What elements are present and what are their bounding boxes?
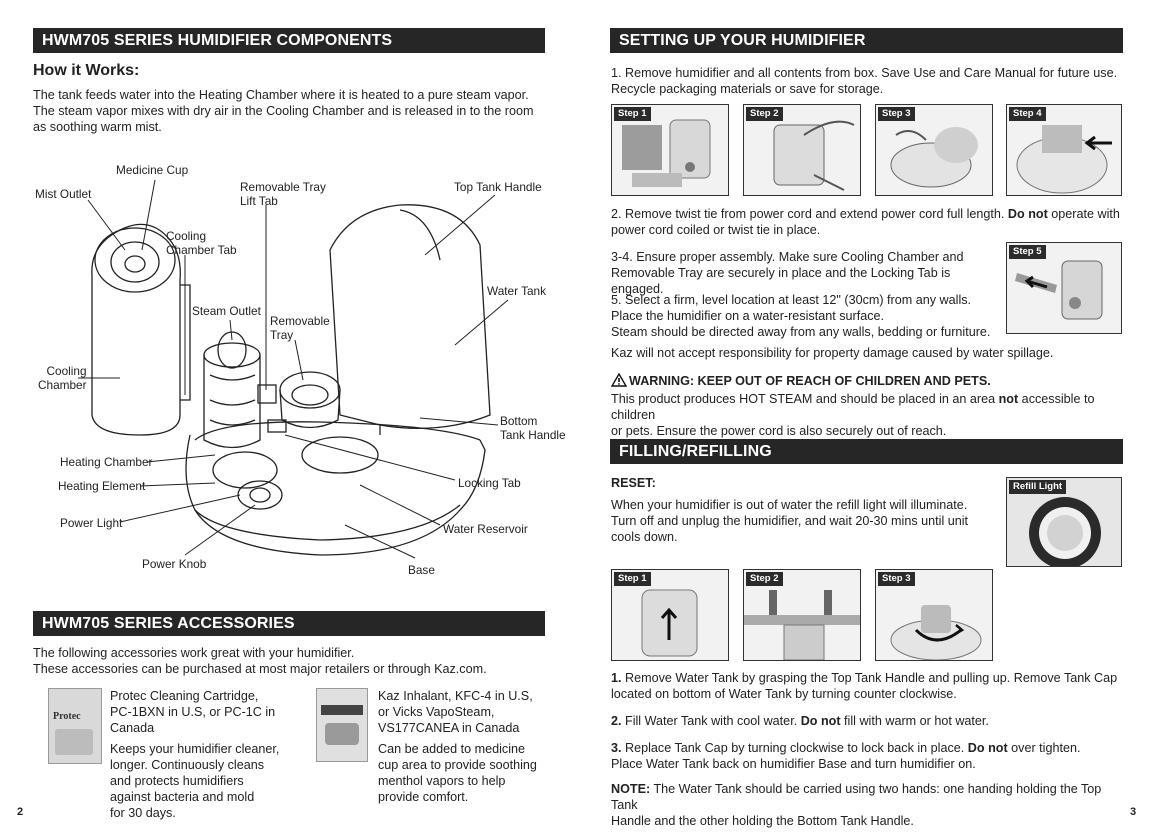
refill-light-photo: Refill Light [1006,477,1122,567]
setup-step-34-text: 3-4. Ensure proper assembly. Make sure C… [611,250,964,296]
accessory-protec-desc: Keeps your humidifier cleaner, longer. C… [110,742,280,820]
fill-step-2-photo: Step 2 [743,569,861,661]
kaz-responsibility-note: Kaz will not accept responsibility for p… [611,346,1054,360]
setup-step-5-photo: Step 5 [1006,242,1122,334]
accessories-section-title: HWM705 SERIES ACCESSORIES [33,611,545,636]
label-cooling-chamber-tab: Cooling Chamber Tab [166,229,237,257]
refill-light-tag: Refill Light [1009,480,1067,494]
label-heating-chamber: Heating Chamber [60,455,153,469]
fill-step-2-tag: Step 2 [746,572,783,586]
label-water-tank: Water Tank [487,284,547,298]
label-power-light: Power Light [60,516,123,530]
label-cooling-chamber: Cooling Chamber [38,364,87,392]
components-section-title: HWM705 SERIES HUMIDIFIER COMPONENTS [33,28,545,53]
humidifier-diagram [78,179,509,559]
step-4-tag: Step 4 [1009,107,1046,121]
reset-text: When your humidifier is out of water the… [611,498,969,544]
how-it-works-text: The tank feeds water into the Heating Ch… [33,88,534,134]
warning-heading: WARNING: KEEP OUT OF REACH OF CHILDREN A… [610,372,1131,389]
accessory-inhalant-desc: Can be added to medicine cup area to pro… [378,742,537,804]
fill-step-3-tag: Step 3 [878,572,915,586]
label-mist-outlet: Mist Outlet [35,187,92,201]
step-3-tag: Step 3 [878,107,915,121]
setup-step-3-photo: Step 3 [875,104,993,196]
label-water-reservoir: Water Reservoir [443,522,528,536]
cooling-chamber-shape [91,275,181,436]
label-medicine-cup: Medicine Cup [116,163,189,177]
filling-section-title: FILLING/REFILLING [610,439,1123,464]
carry-note: NOTE: The Water Tank should be carried u… [611,782,1102,828]
setup-step-5-text: 5. Select a firm, level location at leas… [611,293,991,339]
warning-triangle-icon [610,372,629,389]
label-power-knob: Power Knob [142,557,207,571]
fill-step-1-tag: Step 1 [614,572,651,586]
step-2-tag: Step 2 [746,107,783,121]
label-bottom-tank-handle: Bottom Tank Handle [500,414,566,442]
step-5-tag: Step 5 [1009,245,1046,259]
fill-step-1-text: 1. Remove Water Tank by grasping the Top… [611,671,1118,701]
label-heating-element: Heating Element [58,479,146,493]
setup-step-2-text: 2. Remove twist tie from power cord and … [611,207,1120,237]
base-shape [185,434,486,556]
label-base: Base [408,563,435,577]
setup-section-title: SETTING UP YOUR HUMIDIFIER [610,28,1123,53]
setup-step-4-photo: Step 4 [1006,104,1122,196]
setup-step-2-photo: Step 2 [743,104,861,196]
inhalant-package-image [316,688,368,762]
water-tank-shape [329,204,491,429]
fill-step-3-photo: Step 3 [875,569,993,661]
accessory-protec-name: Protec Cleaning Cartridge, PC-1BXN in U.… [110,689,276,735]
reset-heading: RESET: [611,476,656,490]
protec-cartridge-image: Protec [48,688,102,764]
accessories-intro: The following accessories work great wit… [33,646,487,676]
page-number-right: 3 [1130,806,1137,818]
label-top-tank-handle: Top Tank Handle [454,180,542,194]
step-1-tag: Step 1 [614,107,651,121]
setup-step-1-photo: Step 1 [611,104,729,196]
label-removable-tray-lift-tab: Removable Tray Lift Tab [240,180,326,208]
how-it-works-heading: How it Works: [33,62,140,79]
accessory-inhalant-name: Kaz Inhalant, KFC-4 in U.S, or Vicks Vap… [378,689,533,735]
label-steam-outlet: Steam Outlet [192,304,261,318]
fill-step-2-text: 2. Fill Water Tank with cool water. Do n… [611,714,989,728]
warning-text: This product produces HOT STEAM and shou… [611,392,1095,438]
page-number-left: 2 [17,806,24,818]
fill-step-3-text: 3. Replace Tank Cap by turning clockwise… [611,741,1081,771]
label-removable-tray: Removable Tray [270,314,330,342]
setup-step-1-text: 1. Remove humidifier and all contents fr… [611,66,1118,96]
fill-step-1-photo: Step 1 [611,569,729,661]
label-locking-tab: Locking Tab [458,476,521,490]
